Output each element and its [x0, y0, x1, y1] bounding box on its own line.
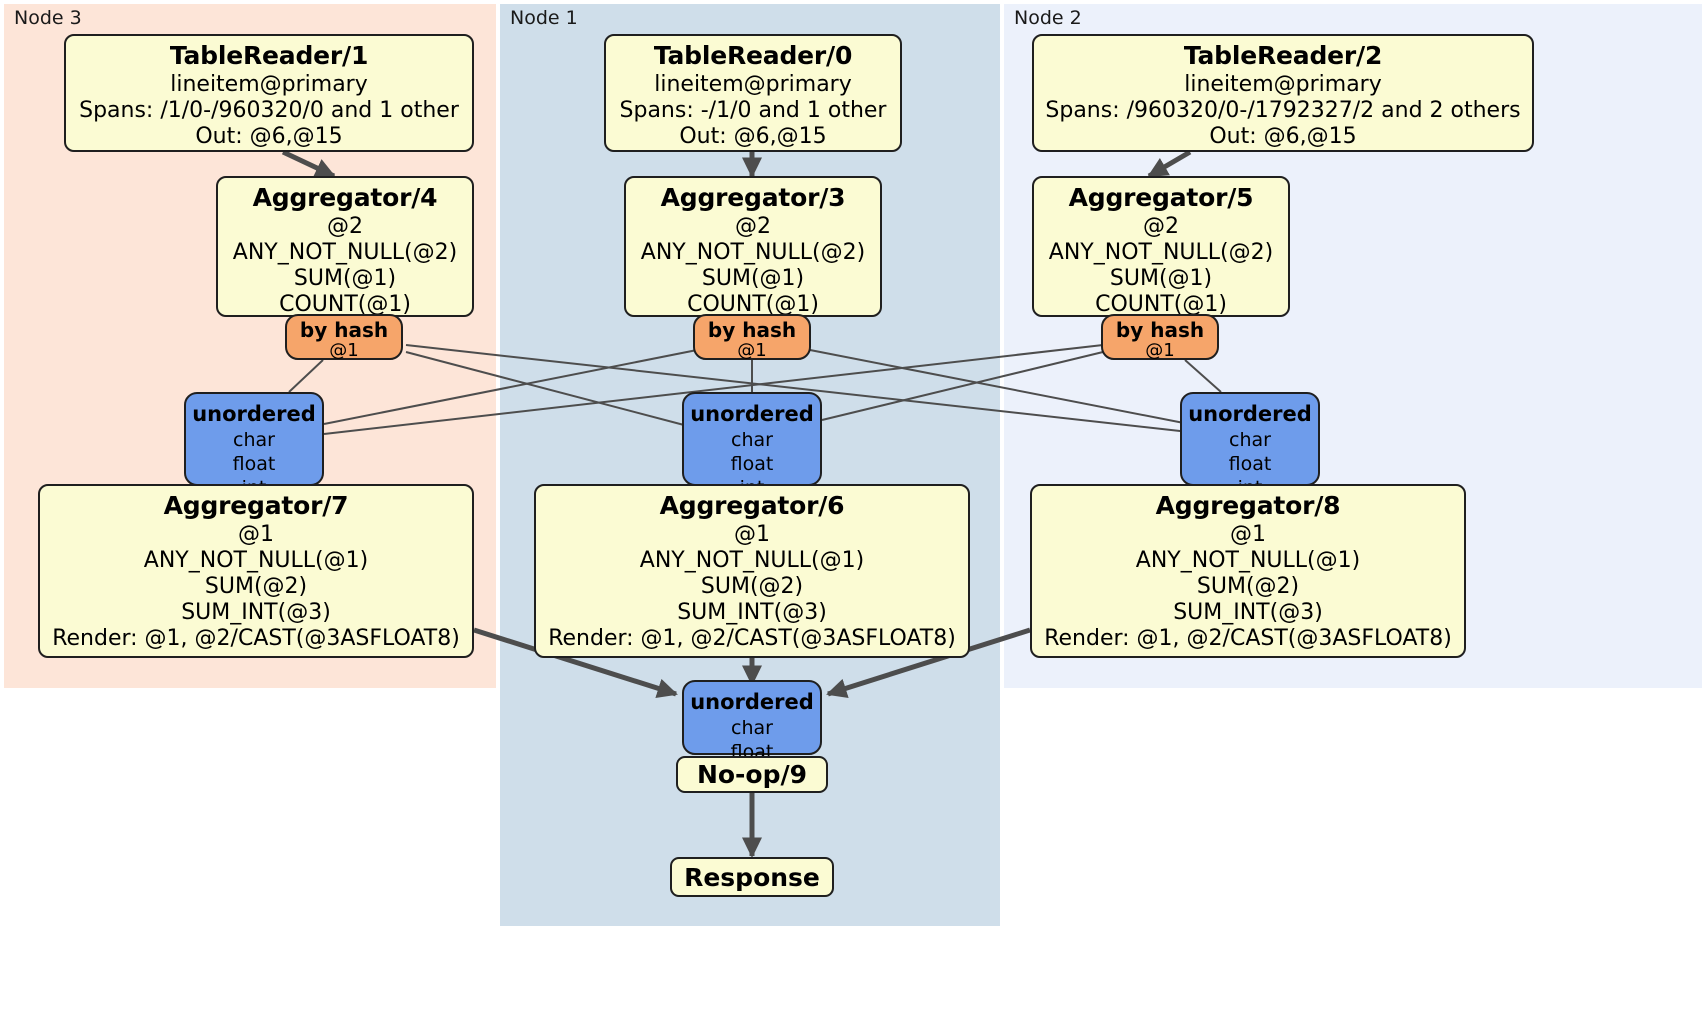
aggregator-6-func-1: ANY_NOT_NULL(@1)	[639, 547, 865, 573]
aggregator-3-func-2: SUM(@1)	[701, 265, 805, 291]
aggregator-7-render: Render: @1, @2/CAST(@3ASFLOAT8)	[52, 626, 460, 652]
synchronizer-unordered-final[interactable]: unordered char float	[682, 680, 822, 763]
aggregator-8-func-1: ANY_NOT_NULL(@1)	[1135, 547, 1361, 573]
table-reader-1-spans: Spans: /1/0-/960320/0 and 1 other	[79, 97, 459, 123]
aggregator-4-group: @2	[327, 213, 363, 239]
aggregator-8-group: @1	[1230, 521, 1266, 547]
table-reader-0-title: TableReader/0	[653, 41, 853, 70]
table-reader-0-table: lineitem@primary	[654, 71, 852, 97]
synchronizer-unordered-8-type-2: float	[1228, 452, 1272, 475]
processor-aggregator-3[interactable]: Aggregator/3 @2 ANY_NOT_NULL(@2) SUM(@1)…	[624, 176, 882, 317]
aggregator-3-group: @2	[735, 213, 771, 239]
table-reader-2-out: Out: @6,@15	[1209, 123, 1357, 149]
aggregator-3-func-3: COUNT(@1)	[687, 292, 819, 318]
router-by-hash-5-title: by hash	[1115, 318, 1205, 342]
processor-no-op-9[interactable]: No-op/9	[676, 756, 828, 793]
table-reader-2-table: lineitem@primary	[1184, 71, 1382, 97]
router-by-hash-4-title: by hash	[299, 318, 389, 342]
synchronizer-unordered-6-type-1: char	[731, 428, 773, 451]
table-reader-2-title: TableReader/2	[1183, 41, 1383, 70]
table-reader-0-spans: Spans: -/1/0 and 1 other	[619, 97, 887, 123]
aggregator-4-func-2: SUM(@1)	[293, 265, 397, 291]
synchronizer-unordered-7[interactable]: unordered char float int	[184, 392, 324, 499]
aggregator-6-title: Aggregator/6	[659, 491, 845, 520]
table-reader-1-title: TableReader/1	[169, 41, 369, 70]
table-reader-1-out: Out: @6,@15	[195, 123, 343, 149]
processor-aggregator-4[interactable]: Aggregator/4 @2 ANY_NOT_NULL(@2) SUM(@1)…	[216, 176, 474, 317]
aggregator-4-func-1: ANY_NOT_NULL(@2)	[232, 239, 458, 265]
router-by-hash-4[interactable]: by hash @1	[285, 314, 403, 362]
table-reader-1-table: lineitem@primary	[170, 71, 368, 97]
aggregator-5-func-1: ANY_NOT_NULL(@2)	[1048, 239, 1274, 265]
processor-table-reader-0[interactable]: TableReader/0 lineitem@primary Spans: -/…	[604, 34, 902, 152]
aggregator-7-title: Aggregator/7	[163, 491, 349, 520]
aggregator-6-func-3: SUM_INT(@3)	[677, 600, 827, 626]
router-by-hash-3[interactable]: by hash @1	[693, 314, 811, 362]
synchronizer-unordered-6-type-2: float	[730, 452, 774, 475]
aggregator-7-func-2: SUM(@2)	[204, 573, 308, 599]
aggregator-3-func-1: ANY_NOT_NULL(@2)	[640, 239, 866, 265]
processor-aggregator-8[interactable]: Aggregator/8 @1 ANY_NOT_NULL(@1) SUM(@2)…	[1030, 484, 1466, 658]
router-by-hash-5[interactable]: by hash @1	[1101, 314, 1219, 362]
region-node-3-label: Node 3	[14, 7, 82, 29]
aggregator-6-group: @1	[734, 521, 770, 547]
table-reader-0-out: Out: @6,@15	[679, 123, 827, 149]
synchronizer-unordered-final-title: unordered	[690, 690, 814, 714]
processor-table-reader-1[interactable]: TableReader/1 lineitem@primary Spans: /1…	[64, 34, 474, 152]
processor-aggregator-6[interactable]: Aggregator/6 @1 ANY_NOT_NULL(@1) SUM(@2)…	[534, 484, 970, 658]
aggregator-5-group: @2	[1143, 213, 1179, 239]
processor-table-reader-2[interactable]: TableReader/2 lineitem@primary Spans: /9…	[1032, 34, 1534, 152]
aggregator-6-render: Render: @1, @2/CAST(@3ASFLOAT8)	[548, 626, 956, 652]
aggregator-8-func-3: SUM_INT(@3)	[1173, 600, 1323, 626]
synchronizer-unordered-7-title: unordered	[192, 402, 316, 426]
router-by-hash-4-key: @1	[329, 340, 359, 362]
synchronizer-unordered-8-title: unordered	[1188, 402, 1312, 426]
aggregator-8-render: Render: @1, @2/CAST(@3ASFLOAT8)	[1044, 626, 1452, 652]
aggregator-5-func-3: COUNT(@1)	[1095, 292, 1227, 318]
aggregator-3-title: Aggregator/3	[660, 183, 846, 212]
aggregator-7-func-1: ANY_NOT_NULL(@1)	[143, 547, 369, 573]
region-node-1-label: Node 1	[510, 7, 578, 29]
processor-aggregator-7[interactable]: Aggregator/7 @1 ANY_NOT_NULL(@1) SUM(@2)…	[38, 484, 474, 658]
response-label: Response	[684, 862, 820, 892]
aggregator-4-func-3: COUNT(@1)	[279, 292, 411, 318]
aggregator-7-func-3: SUM_INT(@3)	[181, 600, 331, 626]
no-op-9-label: No-op/9	[696, 760, 808, 789]
synchronizer-unordered-6-title: unordered	[690, 402, 814, 426]
synchronizer-unordered-final-type-1: char	[731, 716, 773, 739]
router-by-hash-5-key: @1	[1145, 340, 1175, 362]
synchronizer-unordered-6[interactable]: unordered char float int	[682, 392, 822, 499]
aggregator-7-group: @1	[238, 521, 274, 547]
aggregator-4-title: Aggregator/4	[252, 183, 438, 212]
synchronizer-unordered-8[interactable]: unordered char float int	[1180, 392, 1320, 499]
router-by-hash-3-title: by hash	[707, 318, 797, 342]
synchronizer-unordered-7-type-1: char	[233, 428, 275, 451]
aggregator-5-title: Aggregator/5	[1068, 183, 1254, 212]
synchronizer-unordered-8-type-1: char	[1229, 428, 1271, 451]
aggregator-8-func-2: SUM(@2)	[1196, 573, 1300, 599]
aggregator-6-func-2: SUM(@2)	[700, 573, 804, 599]
router-by-hash-3-key: @1	[737, 340, 767, 362]
aggregator-5-func-2: SUM(@1)	[1109, 265, 1213, 291]
region-node-2-label: Node 2	[1014, 7, 1082, 29]
processor-aggregator-5[interactable]: Aggregator/5 @2 ANY_NOT_NULL(@2) SUM(@1)…	[1032, 176, 1290, 317]
processor-response[interactable]: Response	[670, 857, 834, 897]
synchronizer-unordered-7-type-2: float	[232, 452, 276, 475]
table-reader-2-spans: Spans: /960320/0-/1792327/2 and 2 others	[1045, 97, 1521, 123]
aggregator-8-title: Aggregator/8	[1155, 491, 1341, 520]
